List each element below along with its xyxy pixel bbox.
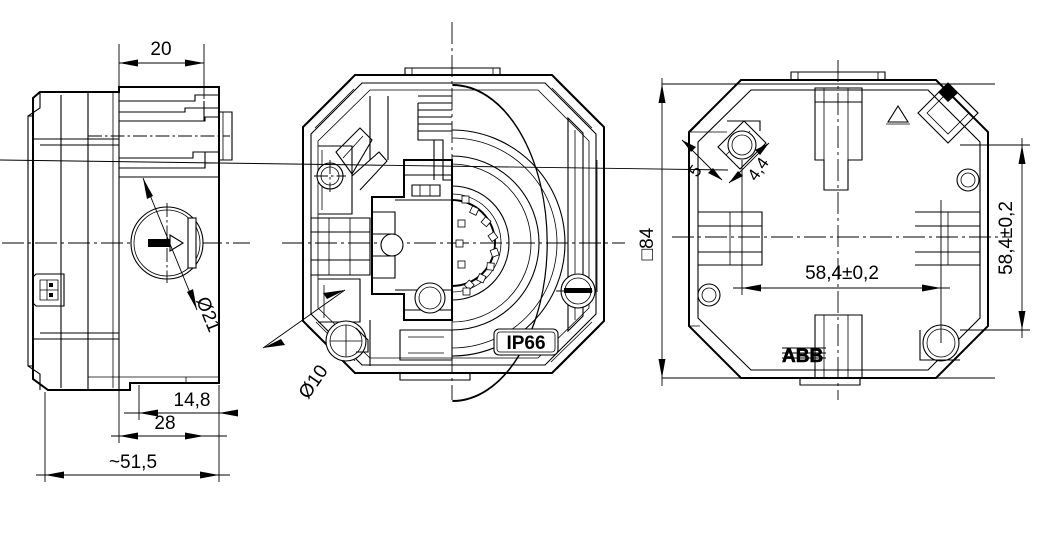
abb-logo-stripes: [782, 347, 826, 359]
side-view-body: [27, 86, 220, 391]
front-view-top-tab: [404, 67, 501, 75]
dimension-v-58-4-label: 58,4±0,2: [996, 201, 1017, 275]
ip66-marking: IP66: [493, 328, 559, 356]
rear-view-guides: [689, 131, 727, 327]
rear-view-inner-octagon: [697, 89, 981, 371]
side-view-shaft-circle: [130, 203, 204, 283]
warning-triangle-icon: [886, 104, 910, 125]
rear-view-screw-bosses: [697, 168, 980, 362]
front-view-bevel-tr: [551, 79, 601, 129]
rear-view-top-channel: [814, 87, 863, 191]
dimension-h-58-4-label: 58,4±0,2: [805, 263, 879, 284]
front-view-bevel-br: [550, 321, 601, 370]
rear-view-left-terminal: [698, 211, 763, 266]
abb-logo-text: ABB: [782, 346, 823, 367]
side-view-bottom-step: [88, 376, 219, 390]
front-view-outer-octagon: [302, 74, 605, 374]
side-view: [2, 86, 250, 391]
front-view-left-internals: [311, 127, 388, 362]
dimension-28-label: 28: [154, 413, 175, 434]
dimension-14-8: 14,8: [124, 385, 238, 420]
front-view-center-mechanism: [369, 95, 453, 366]
front-view: IP66: [282, 22, 625, 402]
ip66-label: IP66: [506, 333, 545, 354]
front-view-inner-octagon: [310, 82, 597, 366]
abb-logo: ABB: [782, 346, 826, 367]
front-view-bottom-tab: [399, 373, 471, 381]
dimension-14-8-label: 14,8: [174, 390, 211, 411]
dimension-51-5: ~51,5: [36, 392, 230, 482]
dimension-20-label: 20: [150, 39, 171, 60]
front-view-right-strip: [556, 116, 600, 333]
dimension-v-58-4: 58,4±0,2: [960, 138, 1030, 338]
dimension-h-58-4: 58,4±0,2: [733, 160, 950, 343]
rear-view-bottom-tab: [799, 378, 861, 386]
rear-view-right-terminal: [915, 211, 981, 266]
front-view-inner-octagon-2: [317, 89, 590, 359]
dimension-51-5-label: ~51,5: [109, 452, 157, 473]
rear-view-top-tab: [790, 71, 886, 80]
dimension-28: 28: [111, 385, 227, 443]
dimension-sq84: □84: [637, 78, 995, 386]
rear-view-topleft-boss: [717, 120, 767, 170]
dimension-sq84-label: □84: [637, 227, 658, 260]
front-view-bevel-tl: [306, 79, 355, 129]
rear-view-topright-connector: [917, 82, 979, 144]
dimension-20: 20: [118, 39, 205, 99]
side-view-upper-boss: [119, 94, 233, 178]
